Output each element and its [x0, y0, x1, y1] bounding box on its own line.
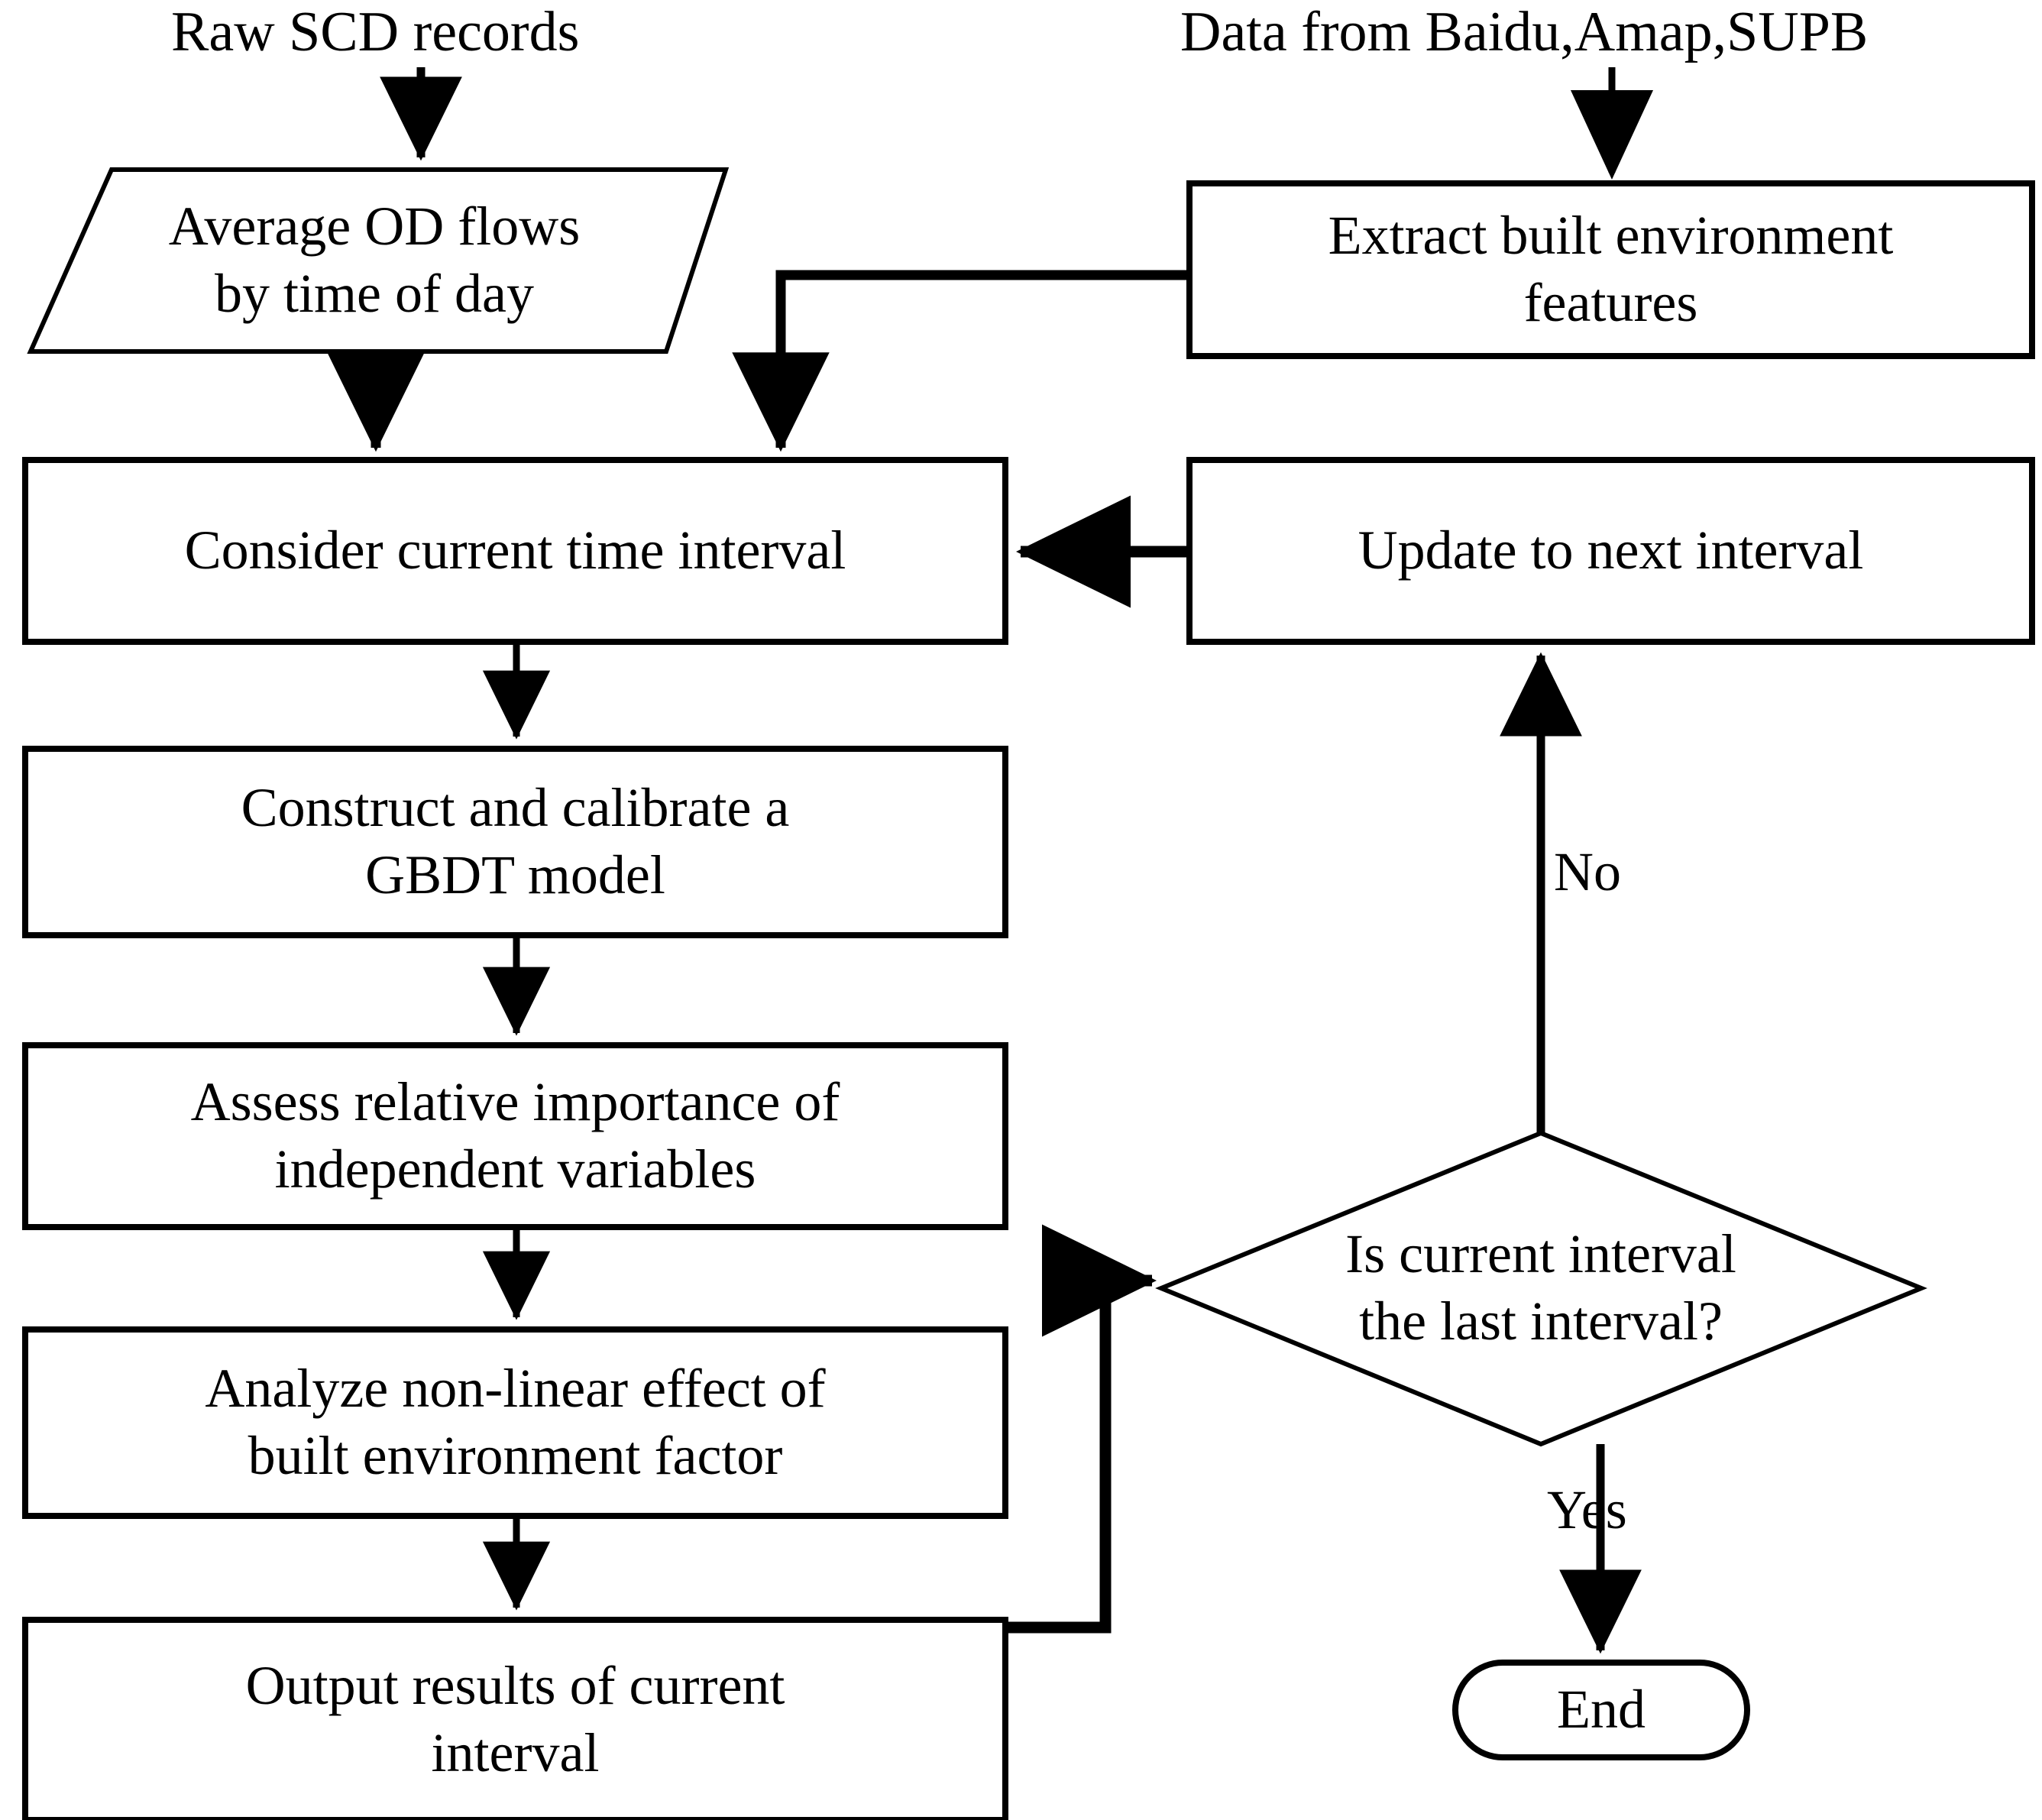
input-label-raw-scd: Raw SCD records — [171, 1, 580, 63]
node-label-update-next-interval[interactable]: Update to next interval — [1358, 520, 1864, 581]
node-label-construct-gbdt[interactable]: Construct and calibrate a GBDT model — [241, 777, 790, 905]
edge-label-yes: Yes — [1547, 1479, 1627, 1540]
node-label-end[interactable]: End — [1557, 1679, 1646, 1741]
node-label-average-od-flows[interactable]: Average OD flows by time of day — [168, 196, 581, 324]
edge-label-no: No — [1554, 841, 1621, 902]
edge-extract-to-consider — [732, 270, 1189, 452]
node-label-assess-importance[interactable]: Assess relative importance of independen… — [190, 1071, 840, 1200]
node-label-is-last-interval[interactable]: Is current interval the last interval? — [1345, 1223, 1736, 1352]
node-label-analyze-nonlinear[interactable]: Analyze non-linear effect of built envir… — [205, 1358, 826, 1486]
node-label-consider-current-interval[interactable]: Consider current time interval — [184, 520, 846, 581]
node-label-output-results[interactable]: Output results of current interval — [245, 1655, 785, 1783]
node-label-extract-built-environment[interactable]: Extract built environment features — [1328, 205, 1894, 333]
edge-output-to-decision — [1005, 1224, 1157, 1634]
input-label-external-data: Data from Baidu,Amap,SUPB — [1180, 1, 1869, 63]
